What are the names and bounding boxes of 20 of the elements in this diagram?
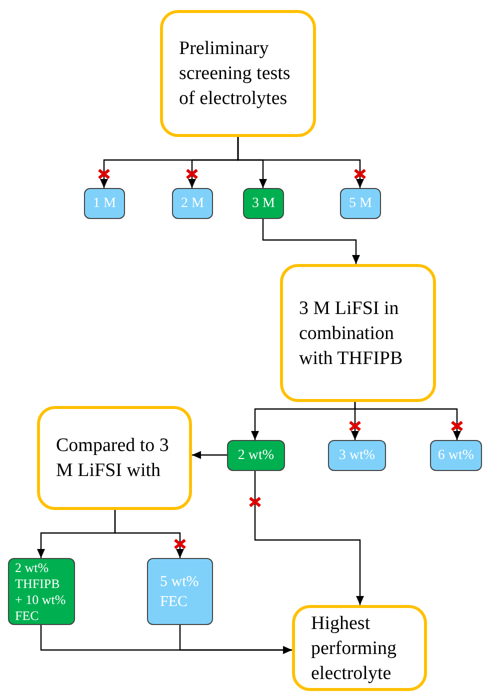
process-box: Compared to 3 M LiFSI with bbox=[37, 406, 192, 510]
arrow bbox=[192, 451, 227, 459]
option-box: 2 M bbox=[172, 188, 213, 219]
arrow bbox=[179, 625, 292, 654]
process-box: Highest performing electrolyte bbox=[292, 605, 427, 691]
arrow bbox=[254, 471, 364, 605]
process-box: Preliminary screening tests of electrolytes bbox=[160, 10, 316, 137]
arrow bbox=[114, 510, 184, 558]
option-box: 3 M bbox=[243, 188, 284, 219]
option-box: 6 wt% bbox=[430, 440, 482, 471]
process-box: 3 M LiFSI in combination with THFIPB bbox=[280, 264, 436, 402]
option-box: 5 M bbox=[340, 188, 381, 219]
option-box: 1 M bbox=[84, 188, 125, 219]
arrow bbox=[354, 402, 461, 440]
option-box: 3 wt% bbox=[328, 440, 386, 471]
arrow bbox=[237, 137, 364, 188]
arrow bbox=[262, 219, 360, 264]
option-box: 2 wt% bbox=[227, 440, 285, 471]
option-box: 2 wt% THFIPB + 10 wt% FEC bbox=[8, 558, 75, 625]
option-box: 5 wt% FEC bbox=[147, 558, 213, 625]
